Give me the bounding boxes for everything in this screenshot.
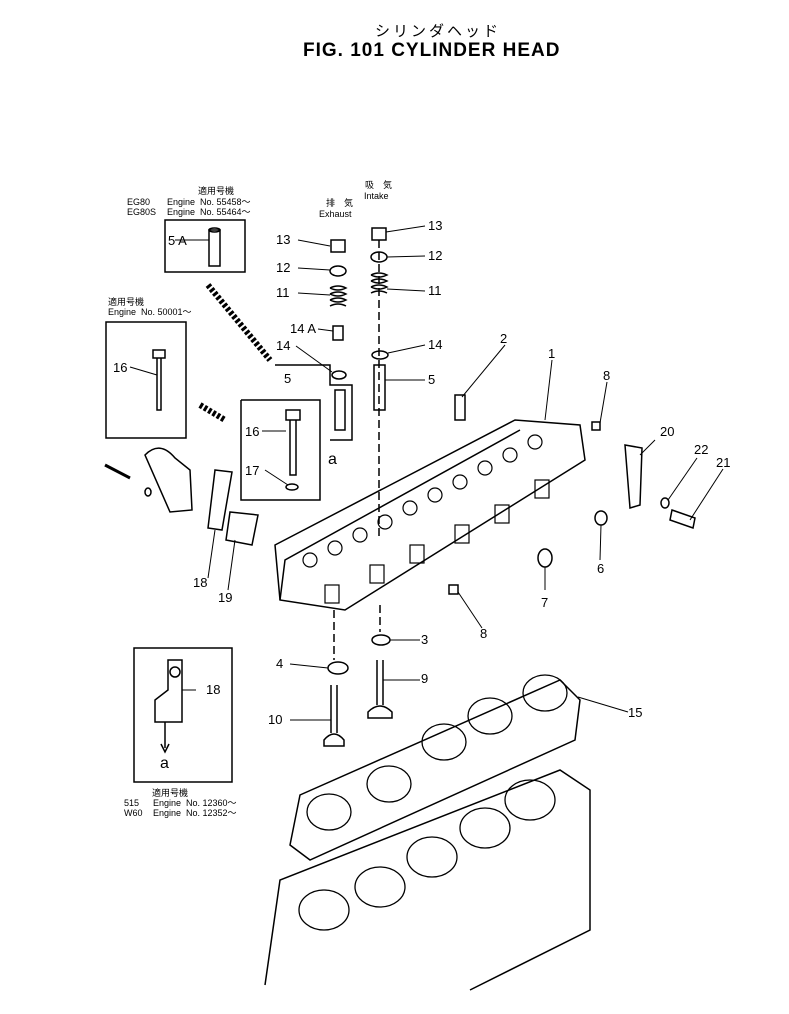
intake-label: Intake [364,191,389,201]
inset-left-applicable: 適用号機 [108,297,145,307]
part-16-bolt [285,409,301,476]
inset-top-part-label: 5 A [168,233,187,248]
bolt-inset-frame [240,399,321,501]
inset-bottom-models: 515 W60 [124,798,143,818]
part-14-intake-seat [371,350,389,360]
callout-22: 22 [694,442,709,457]
part-11-intake-spring [370,272,389,294]
callout-8-top: 8 [603,368,611,383]
part-3-insert [371,634,391,646]
callout-9: 9 [421,671,429,686]
callout-20: 20 [660,424,675,439]
callout-14-intake: 14 [428,337,443,352]
callout-14a: 14 A [290,321,317,336]
inset-top-engines: Engine No. 55458～ Engine No. 55464～ [167,197,251,217]
inset-left-engine: Engine No. 50001～ [108,307,192,317]
inset-left-part-label: 16 [113,360,128,375]
part-11-exhaust-spring [329,285,348,307]
callout-5-intake: 5 [428,372,436,387]
part-8-plug-bottom [448,584,459,595]
part-21-bolt [669,509,696,529]
part-7-plug [537,548,553,568]
callout-6: 6 [597,561,605,576]
part-14a-seal [332,325,344,341]
part-8-plug-top [591,421,601,431]
callout-12-intake: 12 [428,248,443,263]
callout-11-exhaust: 11 [276,285,290,300]
intake-jp-label: 吸 気 [365,180,393,190]
part-5a-sleeve [208,229,221,267]
cylinder-block [264,769,591,991]
exhaust-jp-label: 排 気 [326,198,354,208]
inset-top-models: EG80 EG80S [127,197,157,217]
part-4-insert [327,661,349,675]
callout-11-intake: 11 [428,283,442,298]
inset-bottom-frame [133,647,233,783]
callout-16: 16 [245,424,260,439]
part-17-washer [285,483,299,491]
inset-bottom-engines: Engine No. 12360～ Engine No. 12352～ [153,798,237,818]
part-19-gasket [225,511,259,546]
inset-left-frame [105,321,187,439]
title-japanese: シリンダヘッド [375,23,502,40]
callout-7: 7 [541,595,549,610]
part-18-bracket [207,469,233,531]
sleeve-inset-frame [275,364,353,441]
figure-title: FIG. 101 CYLINDER HEAD [303,40,561,61]
part-6-plug [594,510,608,526]
inset-bottom-applicable: 適用号機 [152,788,189,798]
callout-1: 1 [548,346,556,361]
exhaust-label: Exhaust [319,209,352,219]
part-22-washer [660,497,670,509]
part-20-hanger [624,444,643,509]
callout-13-exhaust: 13 [276,232,291,247]
inset-top-frame [164,219,246,273]
callout-17: 17 [245,463,260,478]
callout-10: 10 [268,712,283,727]
part-5-exhaust-guide [334,389,346,431]
callout-12-exhaust: 12 [276,260,291,275]
part-18-bracket-inset [154,659,183,723]
callout-14-exhaust: 14 [276,338,291,353]
part-15-head-gasket [289,679,581,861]
water-outlet [144,447,193,513]
inset-bottom-arrow-label: a [160,755,169,772]
callout-18: 18 [193,575,208,590]
callout-21: 21 [716,455,731,470]
part-14-exhaust-seat [331,370,347,380]
callout-a: a [328,451,337,468]
part-9-valve [367,660,393,719]
part-16-bolt-left [152,349,166,411]
part-2-sleeve [454,394,466,421]
inset-bottom-part-label: 18 [206,682,221,697]
part-13-exhaust-cotter [330,239,346,253]
inset-top-applicable: 適用号機 [198,186,235,196]
callout-5-exhaust: 5 [284,371,292,386]
callout-19: 19 [218,590,233,605]
callout-2: 2 [500,331,508,346]
part-10-valve [323,685,345,747]
callout-4: 4 [276,656,284,671]
callout-3: 3 [421,632,429,647]
part-12-exhaust-retainer [329,265,347,277]
callout-13-intake: 13 [428,218,443,233]
callout-8-bottom: 8 [480,626,488,641]
callout-15: 15 [628,705,643,720]
part-13-intake-cotter [371,227,387,241]
